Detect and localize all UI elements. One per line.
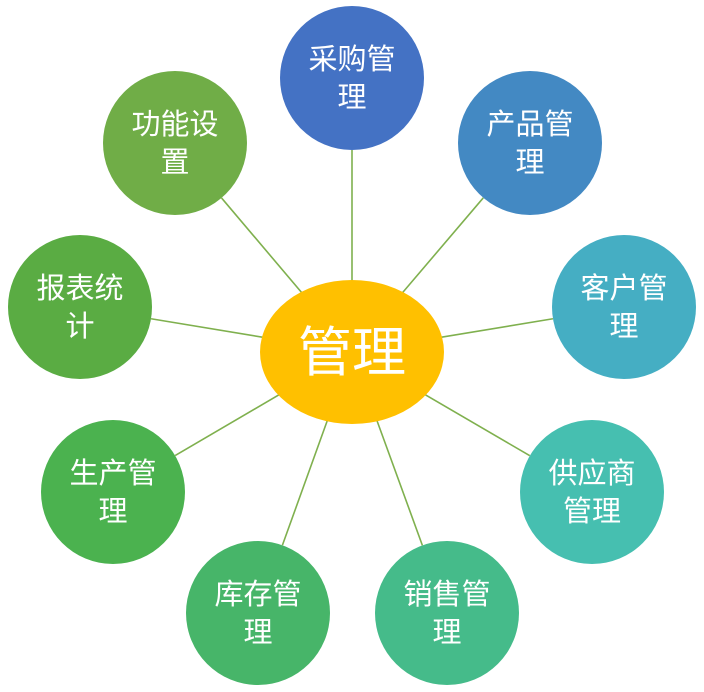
node-label-supplier-line-2: 管理 xyxy=(563,494,621,528)
node-label-inventory-line-2: 理 xyxy=(243,615,272,649)
center-label: 管理 xyxy=(298,321,406,384)
node-label-sales-line-1: 销售管 xyxy=(403,577,490,611)
node-circle-customer xyxy=(552,235,696,379)
node-circle-statistics xyxy=(8,235,152,379)
node-label-inventory-line-1: 库存管 xyxy=(214,577,301,611)
node-label-customer-line-1: 客户管 xyxy=(580,271,667,305)
node-label-purchase-line-2: 理 xyxy=(337,80,366,114)
node-label-product-line-1: 产品管 xyxy=(486,107,573,141)
node-label-settings-line-2: 置 xyxy=(160,145,189,179)
node-circle-production xyxy=(41,420,185,564)
node-label-settings-line-1: 功能设 xyxy=(131,107,218,141)
node-label-statistics-line-1: 报表统 xyxy=(36,271,123,305)
node-label-production-line-2: 理 xyxy=(98,494,127,528)
node-label-production-line-1: 生产管 xyxy=(69,456,156,490)
node-label-purchase-line-1: 采购管 xyxy=(308,42,395,76)
center-node: 管理 xyxy=(260,280,444,424)
node-label-supplier-line-1: 供应商 xyxy=(548,456,635,490)
node-circle-inventory xyxy=(186,541,330,685)
node-label-statistics-line-2: 计 xyxy=(65,309,94,343)
node-circle-supplier xyxy=(520,420,664,564)
node-label-sales-line-2: 理 xyxy=(432,615,461,649)
node-circle-settings xyxy=(103,71,247,215)
node-label-customer-line-2: 理 xyxy=(609,309,638,343)
center-ellipse xyxy=(260,280,444,424)
node-circle-sales xyxy=(375,541,519,685)
node-label-product-line-2: 理 xyxy=(515,145,544,179)
node-circle-product xyxy=(458,71,602,215)
node-circle-purchase xyxy=(280,6,424,150)
